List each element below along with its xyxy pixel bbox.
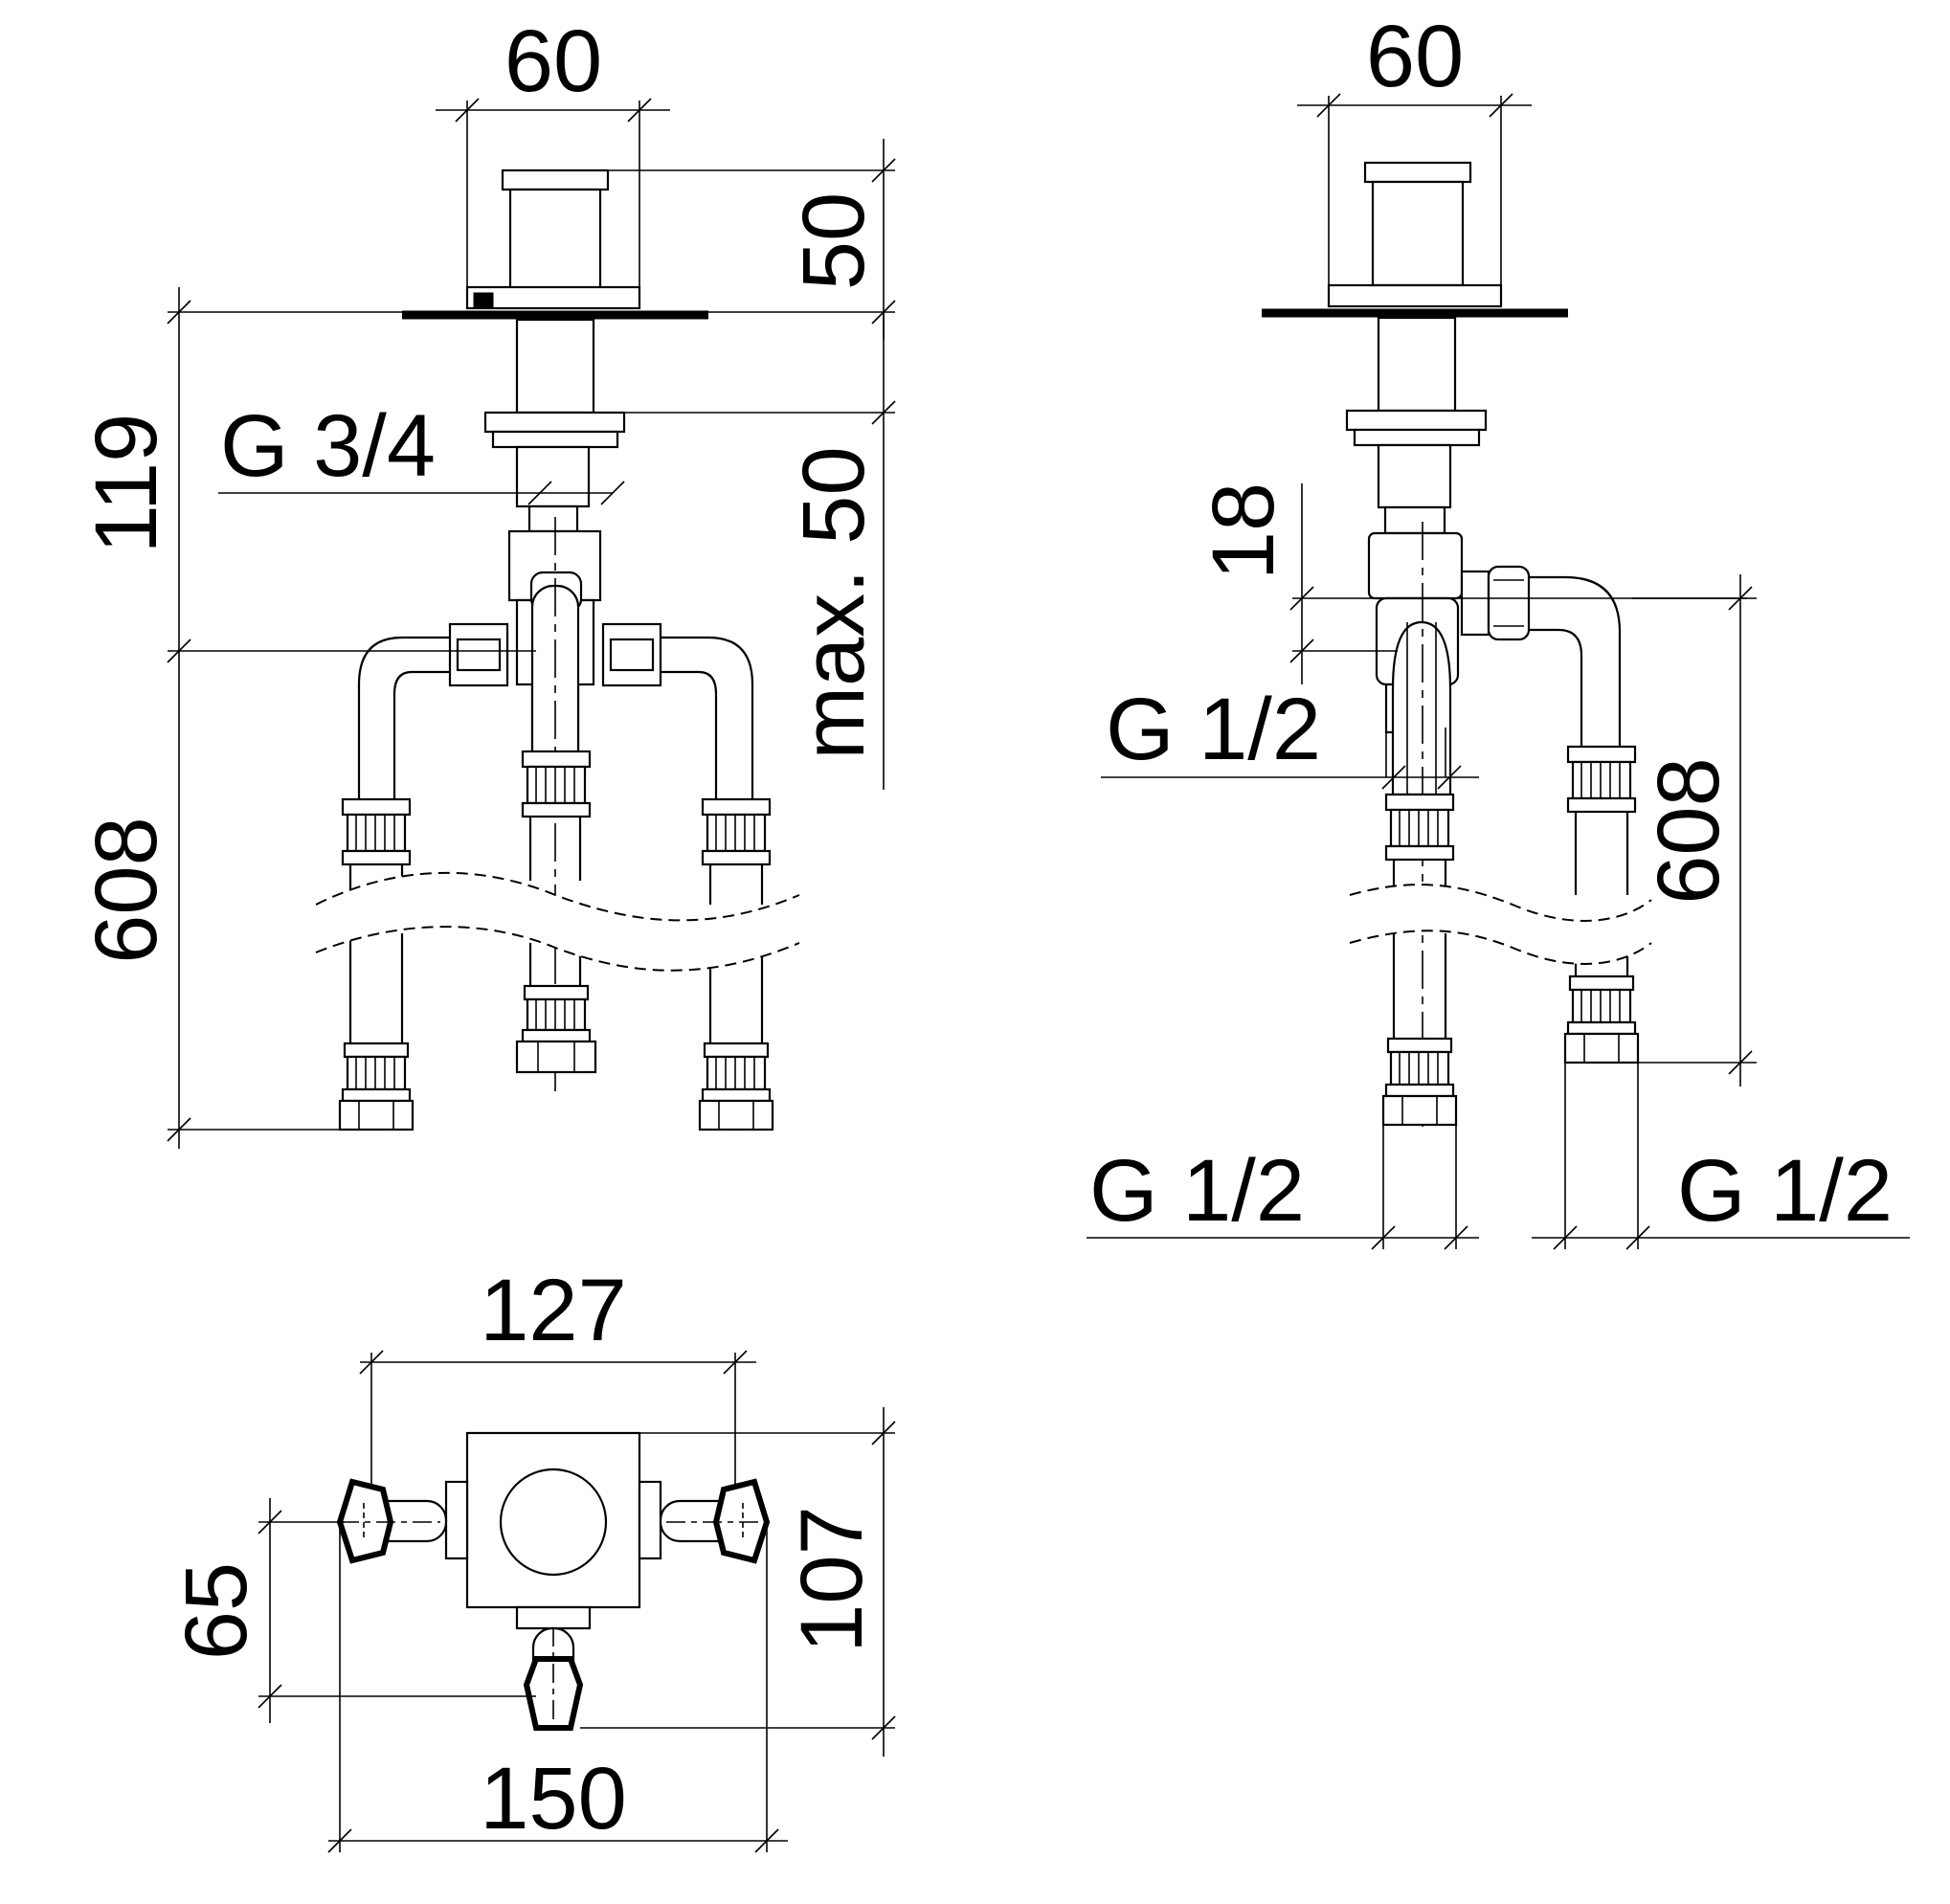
dim-v2-width-top: 60 bbox=[1366, 8, 1464, 105]
dim-v3-height-right: 107 bbox=[783, 1506, 881, 1653]
side-hose-back bbox=[1563, 745, 1640, 1064]
dim-v2-hose-length: 608 bbox=[1640, 757, 1737, 905]
top-view: 127 150 65 107 bbox=[168, 1262, 896, 1853]
hose-right bbox=[698, 797, 774, 1131]
dim-v1-width-top: 60 bbox=[504, 12, 602, 110]
dim-v1-hose-length: 608 bbox=[78, 817, 175, 964]
side-view: 60 18 G 1/2 608 G 1/2 G 1 bbox=[1087, 8, 1910, 1250]
label-v1-thread-main: G 3/4 bbox=[220, 397, 436, 495]
label-v2-thread-left: G 1/2 bbox=[1089, 1142, 1305, 1240]
dim-v1-height-top: 50 bbox=[785, 192, 883, 290]
side-hose-front bbox=[1381, 793, 1458, 1127]
label-v2-thread-right: G 1/2 bbox=[1677, 1142, 1893, 1240]
dim-v3-height-left: 65 bbox=[168, 1562, 265, 1660]
dim-v2-offset: 18 bbox=[1195, 482, 1292, 580]
dim-v1-height-total: 119 bbox=[78, 414, 175, 554]
front-view: 60 50 max. 50 119 608 G 3/4 bbox=[78, 12, 896, 1149]
dim-v3-inner-width: 127 bbox=[480, 1262, 627, 1359]
hose-centre bbox=[515, 750, 597, 1074]
hose-left bbox=[338, 797, 415, 1131]
label-v2-thread-mid: G 1/2 bbox=[1106, 681, 1321, 778]
dim-v3-outer-width: 150 bbox=[480, 1750, 627, 1848]
dim-v1-max-depth: max. 50 bbox=[785, 446, 883, 759]
